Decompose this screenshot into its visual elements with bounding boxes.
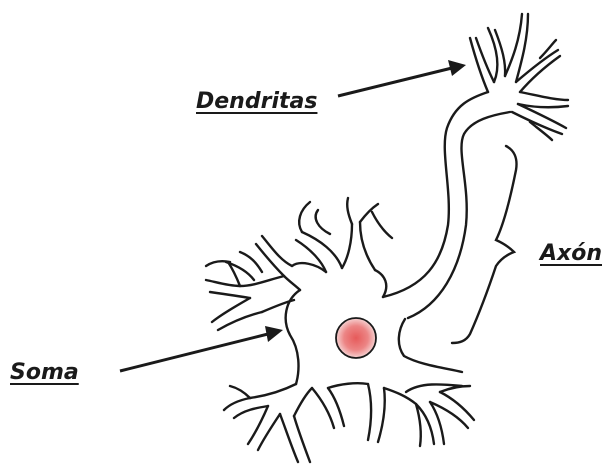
nucleus: [336, 318, 376, 358]
soma-arrow: [120, 326, 283, 371]
axon-terminal-dendrites: [470, 14, 568, 140]
axon-label: Axón: [540, 243, 602, 265]
upper-dendrites: [226, 198, 392, 290]
soma-label: Soma: [10, 362, 79, 384]
lower-dendrites: [224, 383, 474, 462]
dendrites-arrow: [338, 60, 466, 96]
dendrites-label: Dendritas: [196, 91, 317, 113]
